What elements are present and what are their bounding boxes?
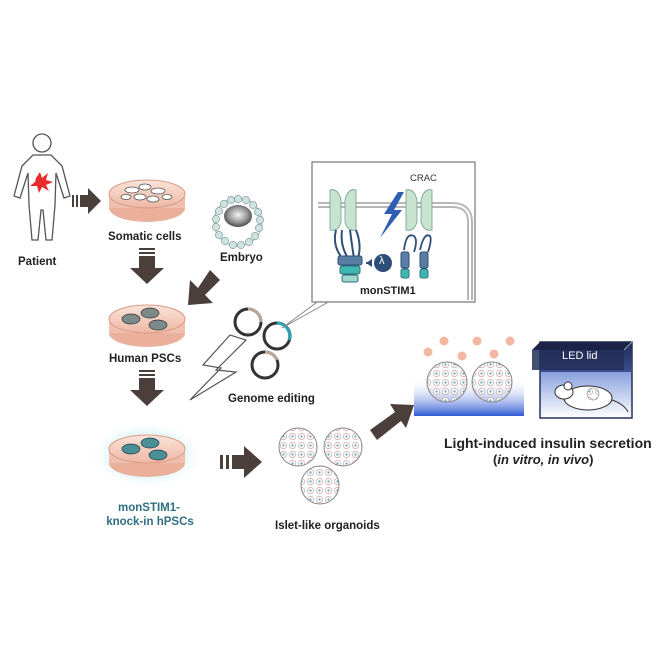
- islet-organoids: [278, 427, 363, 505]
- human-pscs-label: Human PSCs: [109, 353, 182, 365]
- led-box-graphic: [532, 341, 633, 419]
- arrow-somatic-to-pscs: [130, 248, 164, 284]
- plasmid-graphics: [233, 307, 292, 380]
- arrow-knockin-to-organoids: [220, 446, 262, 478]
- blue-light-icon: [380, 192, 404, 238]
- led-lid-label: LED lid: [562, 350, 598, 362]
- embryo-graphic: [212, 195, 264, 249]
- monstim1-label: monSTIM1: [360, 285, 416, 297]
- knockin-dish: [89, 421, 205, 489]
- crac-label: CRAC: [410, 173, 437, 184]
- in-vitro-in-vivo-label: (in vitro, in vivo): [493, 452, 594, 467]
- islet-organoids-label: Islet-like organoids: [275, 520, 380, 532]
- flow-arrows: [72, 188, 414, 478]
- monstim1-inset: [281, 161, 476, 329]
- insulin-secretion-graphic: [414, 336, 524, 416]
- arrow-patient-to-somatic: [72, 188, 101, 214]
- arrow-embryo-to-pscs: [188, 270, 220, 305]
- arrow-organoids-to-secretion: [370, 404, 414, 440]
- lesion-icon: [30, 172, 53, 193]
- genome-editing-label: Genome editing: [228, 393, 315, 405]
- knockin-label-line1: monSTIM1-: [118, 502, 180, 514]
- knockin-label-line2: knock-in hPSCs: [106, 516, 194, 528]
- lambda-label: λ: [379, 255, 385, 267]
- mouse-icon: [554, 381, 629, 413]
- human-pscs-dish: [108, 304, 186, 347]
- lightning-bolt-icon: [189, 334, 248, 401]
- somatic-cells-label: Somatic cells: [108, 231, 182, 243]
- arrow-pscs-to-knockin: [130, 370, 164, 406]
- somatic-cells-dish: [108, 179, 186, 222]
- patient-label: Patient: [18, 256, 57, 268]
- light-secretion-label: Light-induced insulin secretion: [444, 435, 652, 451]
- embryo-label: Embryo: [220, 252, 263, 264]
- patient-figure: [13, 133, 71, 241]
